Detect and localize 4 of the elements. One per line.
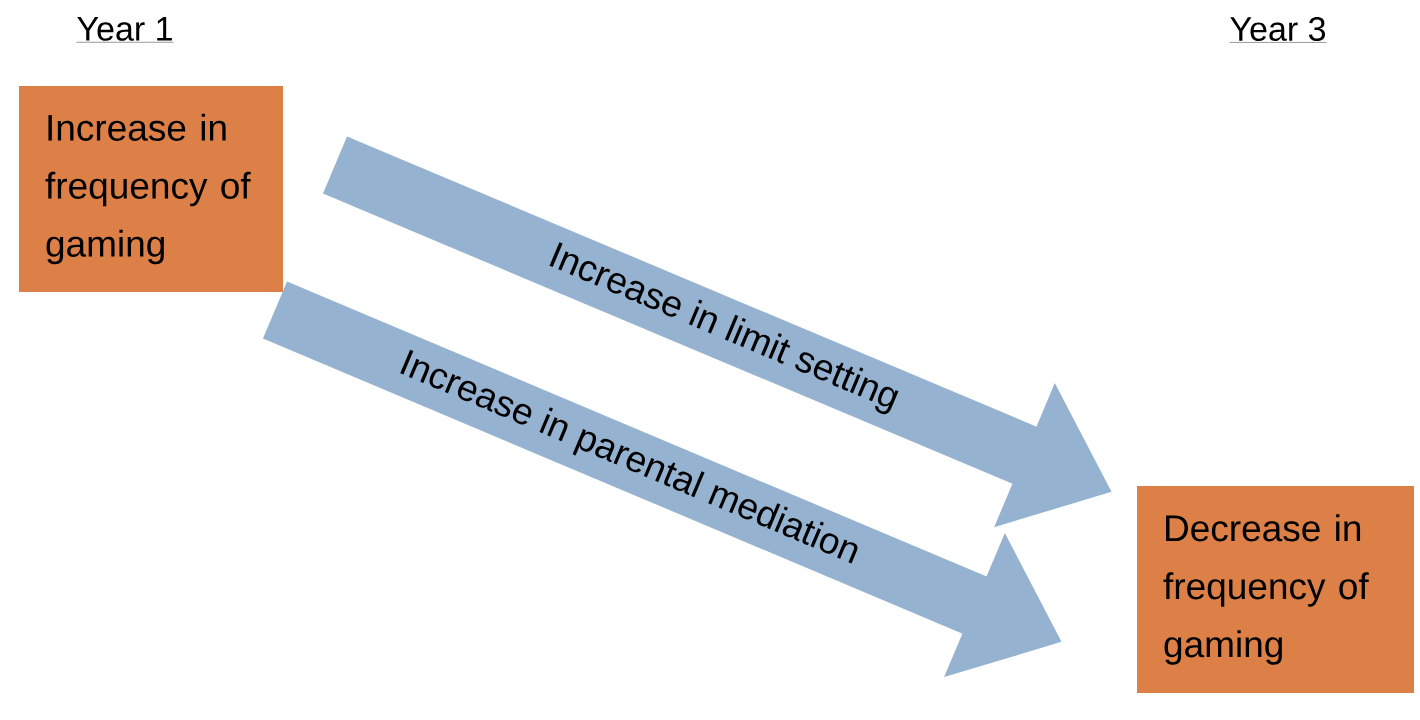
column-heading: Year 1 — [76, 17, 174, 43]
process-box: Increase in frequency of gaming — [15, 82, 287, 296]
column-heading: Year 3 — [1229, 16, 1327, 43]
process-box: Decrease in frequency of gaming — [1133, 482, 1418, 697]
